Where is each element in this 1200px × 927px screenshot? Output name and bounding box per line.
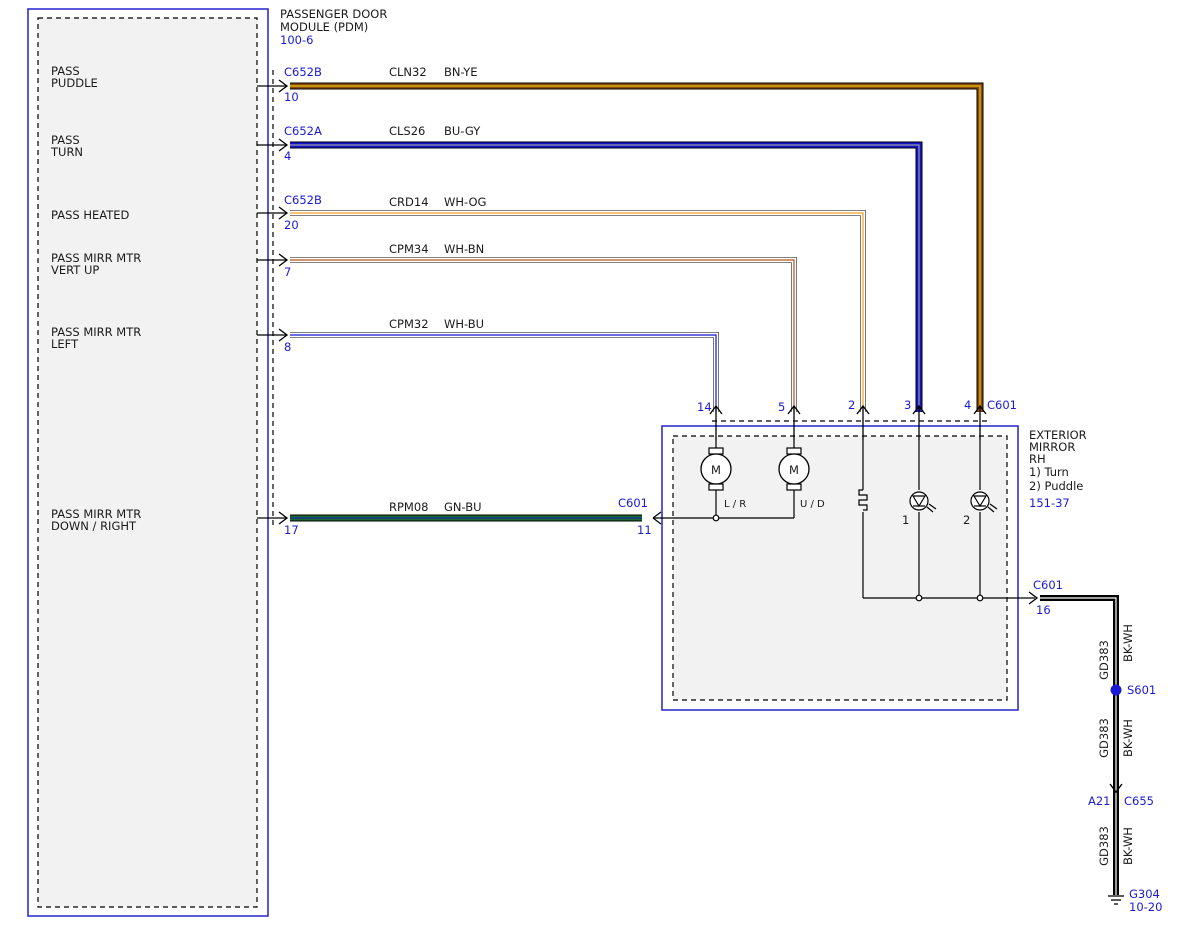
mirror-title-4: 1) Turn	[1029, 465, 1069, 479]
turn-lamp-icon	[909, 491, 937, 513]
motor-ud-label: M	[789, 463, 799, 477]
wire-gd383	[1040, 595, 1119, 895]
ground-pin-label: 16	[1036, 603, 1051, 617]
mirror-title-5: 2) Puddle	[1029, 479, 1083, 493]
inline-connector-icon	[1109, 783, 1123, 794]
passenger-door-module	[27, 8, 274, 917]
mirror-ref-link[interactable]: 151-37	[1029, 496, 1070, 510]
signal-down-right-l2: DOWN / RIGHT	[51, 519, 137, 533]
lamp2-label: 2	[963, 513, 970, 527]
motor-lr-text: L / R	[724, 499, 746, 510]
signal-puddle-l1: PASS	[51, 64, 80, 78]
lamp1-label: 1	[902, 513, 909, 527]
pdm-inner-box	[37, 17, 258, 908]
ground-connector-label[interactable]: C601	[1033, 578, 1063, 592]
mirror-pin-3: 3	[904, 398, 911, 412]
conn-turn[interactable]: C652A	[284, 124, 322, 138]
ground-ref-label[interactable]: 10-20	[1129, 900, 1162, 914]
ground-symbol-icon	[1108, 895, 1124, 905]
mirror-title-1: EXTERIOR	[1029, 428, 1087, 442]
color-left: WH-BU	[444, 317, 484, 331]
junction-dot	[976, 594, 984, 602]
heater-element-icon	[858, 489, 868, 511]
gnd-circuit-1: GD383	[1097, 640, 1111, 680]
mirror-pin-2: 2	[848, 398, 855, 412]
gnd-color-1: BK-WH	[1121, 624, 1135, 662]
wire-cpm32	[290, 332, 719, 412]
signal-puddle-l2: PUDDLE	[51, 76, 98, 90]
wire-cls26	[290, 141, 923, 412]
circuit-heated: CRD14	[389, 195, 429, 209]
wire-cln32	[290, 82, 984, 412]
gnd-circuit-3: GD383	[1097, 826, 1111, 866]
signal-left-l2: LEFT	[51, 337, 79, 351]
gnd-circuit-2: GD383	[1097, 718, 1111, 758]
gnd-color-3: BK-WH	[1121, 827, 1135, 865]
color-puddle: BN-YE	[444, 65, 478, 79]
signal-heated: PASS HEATED	[51, 208, 129, 222]
pdm-title-line1: PASSENGER DOOR	[280, 7, 387, 21]
mirror-pin-5: 5	[778, 400, 785, 414]
inline-pin-label: A21	[1088, 794, 1111, 808]
circuit-down-right: RPM08	[389, 500, 428, 514]
gnd-color-2: BK-WH	[1121, 719, 1135, 757]
motor-lr-icon	[700, 447, 732, 522]
color-heated: WH-OG	[444, 195, 486, 209]
wire-cpm34	[290, 257, 797, 412]
signal-turn-l1: PASS	[51, 133, 80, 147]
pdm-title-line2: MODULE (PDM)	[280, 20, 368, 34]
pin-left: 8	[284, 340, 291, 354]
signal-left-l1: PASS MIRR MTR	[51, 325, 141, 339]
wire-crd14	[290, 210, 866, 412]
motor-ud-text: U / D	[800, 499, 825, 510]
mirror-connector-arrows	[709, 404, 987, 440]
pin-vert-up: 7	[284, 265, 291, 279]
signal-turn-l2: TURN	[50, 145, 83, 159]
splice-dot	[1110, 684, 1122, 696]
pin-heated: 20	[284, 218, 299, 232]
ground-out-arrow	[1028, 591, 1039, 605]
circuit-turn: CLS26	[389, 124, 425, 138]
color-down-right: GN-BU	[444, 500, 482, 514]
junction-dot	[915, 594, 923, 602]
signal-vert-up-l1: PASS MIRR MTR	[51, 251, 141, 265]
ground-point-label[interactable]: G304	[1129, 887, 1160, 901]
mirror-inner-box	[672, 435, 1008, 701]
motor-ud-icon	[778, 447, 810, 491]
mirror-conn-down-right[interactable]: C601	[618, 496, 648, 510]
conn-puddle[interactable]: C652B	[284, 65, 322, 79]
pdm-ref-link[interactable]: 100-6	[280, 33, 313, 47]
color-vert-up: WH-BN	[444, 242, 484, 256]
pin-turn: 4	[284, 149, 291, 163]
color-turn: BU-GY	[444, 124, 481, 138]
conn-heated[interactable]: C652B	[284, 193, 322, 207]
mirror-connector-label[interactable]: C601	[987, 398, 1017, 412]
splice-label[interactable]: S601	[1127, 683, 1156, 697]
circuit-puddle: CLN32	[389, 65, 427, 79]
exterior-mirror	[661, 420, 1019, 711]
puddle-lamp-icon	[970, 491, 998, 513]
pin-down-right: 17	[284, 523, 299, 537]
signal-down-right-l1: PASS MIRR MTR	[51, 507, 141, 521]
inline-connector-label[interactable]: C655	[1124, 794, 1154, 808]
pin-puddle: 10	[284, 90, 299, 104]
circuit-vert-up: CPM34	[389, 242, 429, 256]
motor-lr-label: M	[711, 463, 721, 477]
mirror-pin-14: 14	[697, 400, 712, 414]
pdm-connector-arrows	[257, 79, 289, 525]
mirror-title-3: RH	[1029, 452, 1046, 466]
mirror-pin-4: 4	[964, 398, 971, 412]
mirror-title-2: MIRROR	[1029, 440, 1075, 454]
signal-vert-up-l2: VERT UP	[51, 263, 99, 277]
circuit-left: CPM32	[389, 317, 429, 331]
mirror-pin-down-right: 11	[637, 523, 652, 537]
